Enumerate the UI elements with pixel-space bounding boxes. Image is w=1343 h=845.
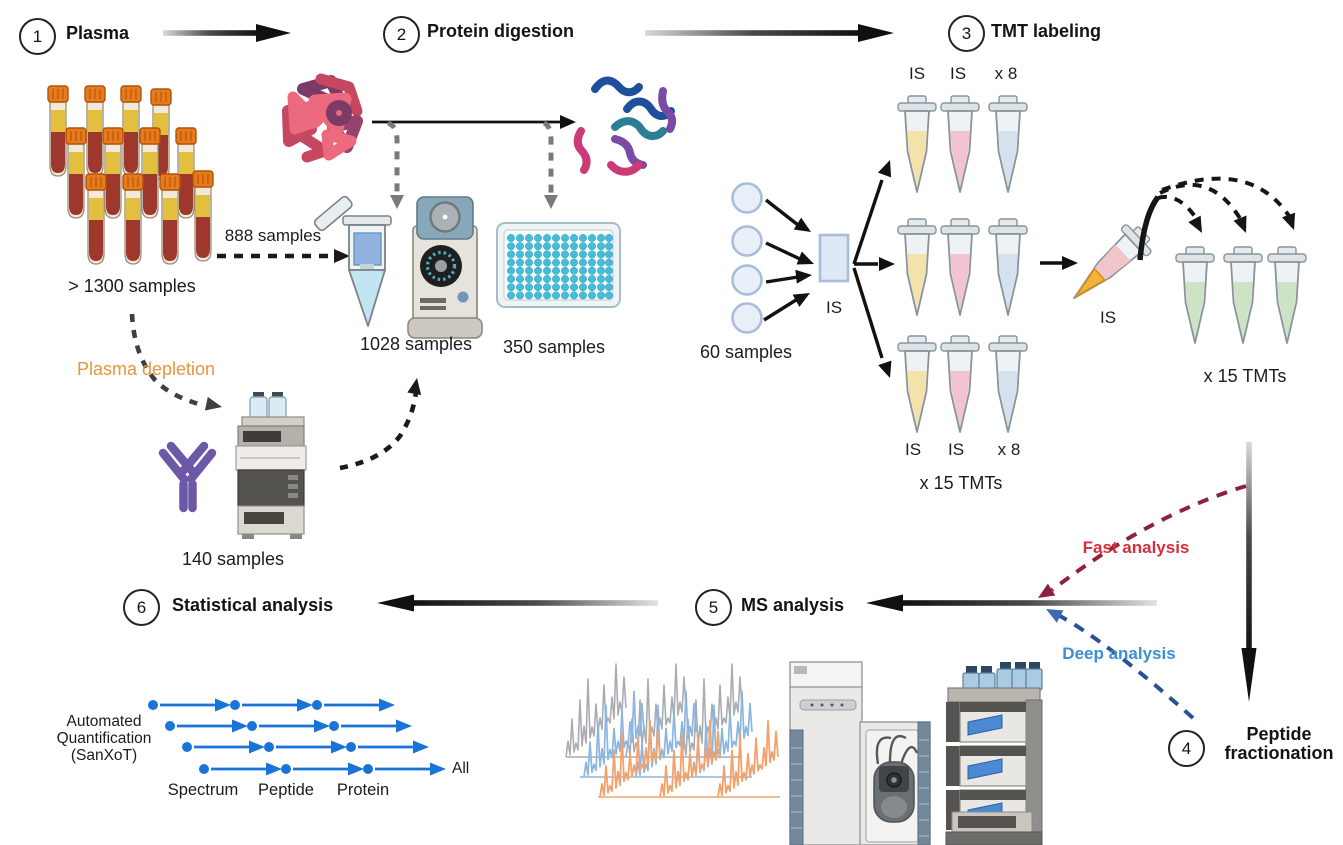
dashed-arrow-to-plate — [542, 120, 558, 209]
sanxot-diagram — [148, 698, 446, 776]
pooling-circles-icon — [731, 182, 763, 334]
arrow-to-fractionation — [1241, 442, 1257, 702]
label-x8-bottom: x 8 — [997, 440, 1021, 459]
sanxot-caption-line1: Automated — [66, 713, 142, 730]
label-140-samples: 140 samples — [181, 549, 285, 569]
step-circle-1: 1 — [19, 18, 56, 55]
arrow-step1-to-step2 — [163, 24, 291, 42]
sanxot-caption-line2: Quantification — [56, 730, 152, 747]
label-60-samples: 60 samples — [699, 342, 793, 362]
arrow-to-pour-tube — [1040, 256, 1078, 270]
protein-icon — [282, 73, 363, 163]
step-number: 6 — [136, 597, 147, 617]
peptides-icon — [573, 76, 677, 176]
step-number: 5 — [708, 597, 719, 617]
label-x8-top: x 8 — [994, 64, 1018, 83]
label-is-top-2: IS — [949, 64, 967, 83]
well-plate-icon — [496, 222, 621, 308]
step-number: 3 — [961, 23, 972, 43]
step-title-ms-analysis: MS analysis — [741, 595, 845, 615]
dashed-arrow-hplc-up — [339, 376, 424, 471]
arrow-fractionation-to-ms — [866, 594, 1157, 612]
open-microtube-icon — [313, 195, 392, 327]
step-number: 2 — [396, 24, 407, 44]
fanout-arrows — [852, 157, 897, 381]
mass-spec-icon — [789, 661, 931, 845]
step-circle-2: 2 — [383, 16, 420, 53]
label-is-bottom-2: IS — [947, 440, 965, 459]
step-circle-4: 4 — [1168, 730, 1205, 767]
label-1028-samples: 1028 samples — [359, 334, 473, 354]
blood-tubes-icon — [47, 85, 214, 265]
arrow-step2-to-step3 — [645, 24, 894, 42]
sanxot-level-protein: Protein — [336, 781, 390, 799]
label-is-bottom-1: IS — [904, 440, 922, 459]
step-circle-6: 6 — [123, 589, 160, 626]
arrow-protein-to-peptides — [372, 115, 576, 129]
step-number: 4 — [1181, 738, 1192, 758]
depletion-hplc-icon — [235, 392, 307, 539]
label-fast-analysis: Fast analysis — [1082, 538, 1190, 557]
dashed-arrow-deep — [1042, 602, 1195, 720]
label-is-pour-tube: IS — [1099, 308, 1117, 327]
sanxot-level-peptide: Peptide — [258, 781, 314, 799]
step-title-protein-digestion: Protein digestion — [427, 21, 575, 41]
pooled-tmt-tubes — [1175, 246, 1307, 344]
dashed-arrow-to-tube — [387, 120, 404, 209]
label-x15-tmts-left: x 15 TMTs — [919, 473, 1003, 493]
antibody-icon — [158, 441, 217, 513]
label-350-samples: 350 samples — [502, 337, 606, 357]
step-title-tmt-labeling: TMT labeling — [991, 21, 1101, 41]
sanxot-label-all: All — [452, 760, 470, 777]
tmt-tubes-middle-row — [897, 218, 1028, 316]
dashed-arrow-fast — [1034, 484, 1247, 604]
dashed-arrow-888 — [217, 249, 350, 263]
arrow-ms-to-stats — [377, 594, 658, 612]
dashed-arrow-depletion — [129, 313, 224, 414]
label-plasma-samples: > 1300 samples — [68, 276, 196, 296]
sanxot-level-spectrum: Spectrum — [167, 781, 239, 799]
label-is-top-1: IS — [908, 64, 926, 83]
step-circle-5: 5 — [695, 589, 732, 626]
digestor-icon — [407, 196, 483, 339]
label-plasma-depletion: Plasma depletion — [76, 359, 216, 379]
label-888-samples: 888 samples — [224, 226, 322, 245]
step-title-statistical-analysis: Statistical analysis — [172, 595, 334, 615]
label-x15-tmts-right: x 15 TMTs — [1203, 366, 1287, 386]
step-number: 1 — [32, 26, 43, 46]
pooling-arrows — [763, 198, 817, 322]
is-box — [818, 233, 850, 283]
tmt-tubes-bottom-row — [897, 335, 1028, 433]
step-circle-3: 3 — [948, 15, 985, 52]
label-is-box: IS — [825, 298, 843, 317]
sanxot-caption-line3: (SanXoT) — [70, 747, 138, 764]
pour-arcs — [1137, 176, 1301, 261]
tmt-tubes-top-row — [897, 95, 1028, 193]
step-title-peptide-fractionation: Peptide fractionation — [1224, 724, 1334, 763]
label-deep-analysis: Deep analysis — [1062, 644, 1176, 663]
spectra-icon — [565, 663, 780, 798]
fractionation-hplc-icon — [945, 662, 1043, 845]
sanxot-caption: Automated Quantification (SanXoT) — [38, 713, 170, 764]
step-title-plasma: Plasma — [66, 23, 130, 43]
